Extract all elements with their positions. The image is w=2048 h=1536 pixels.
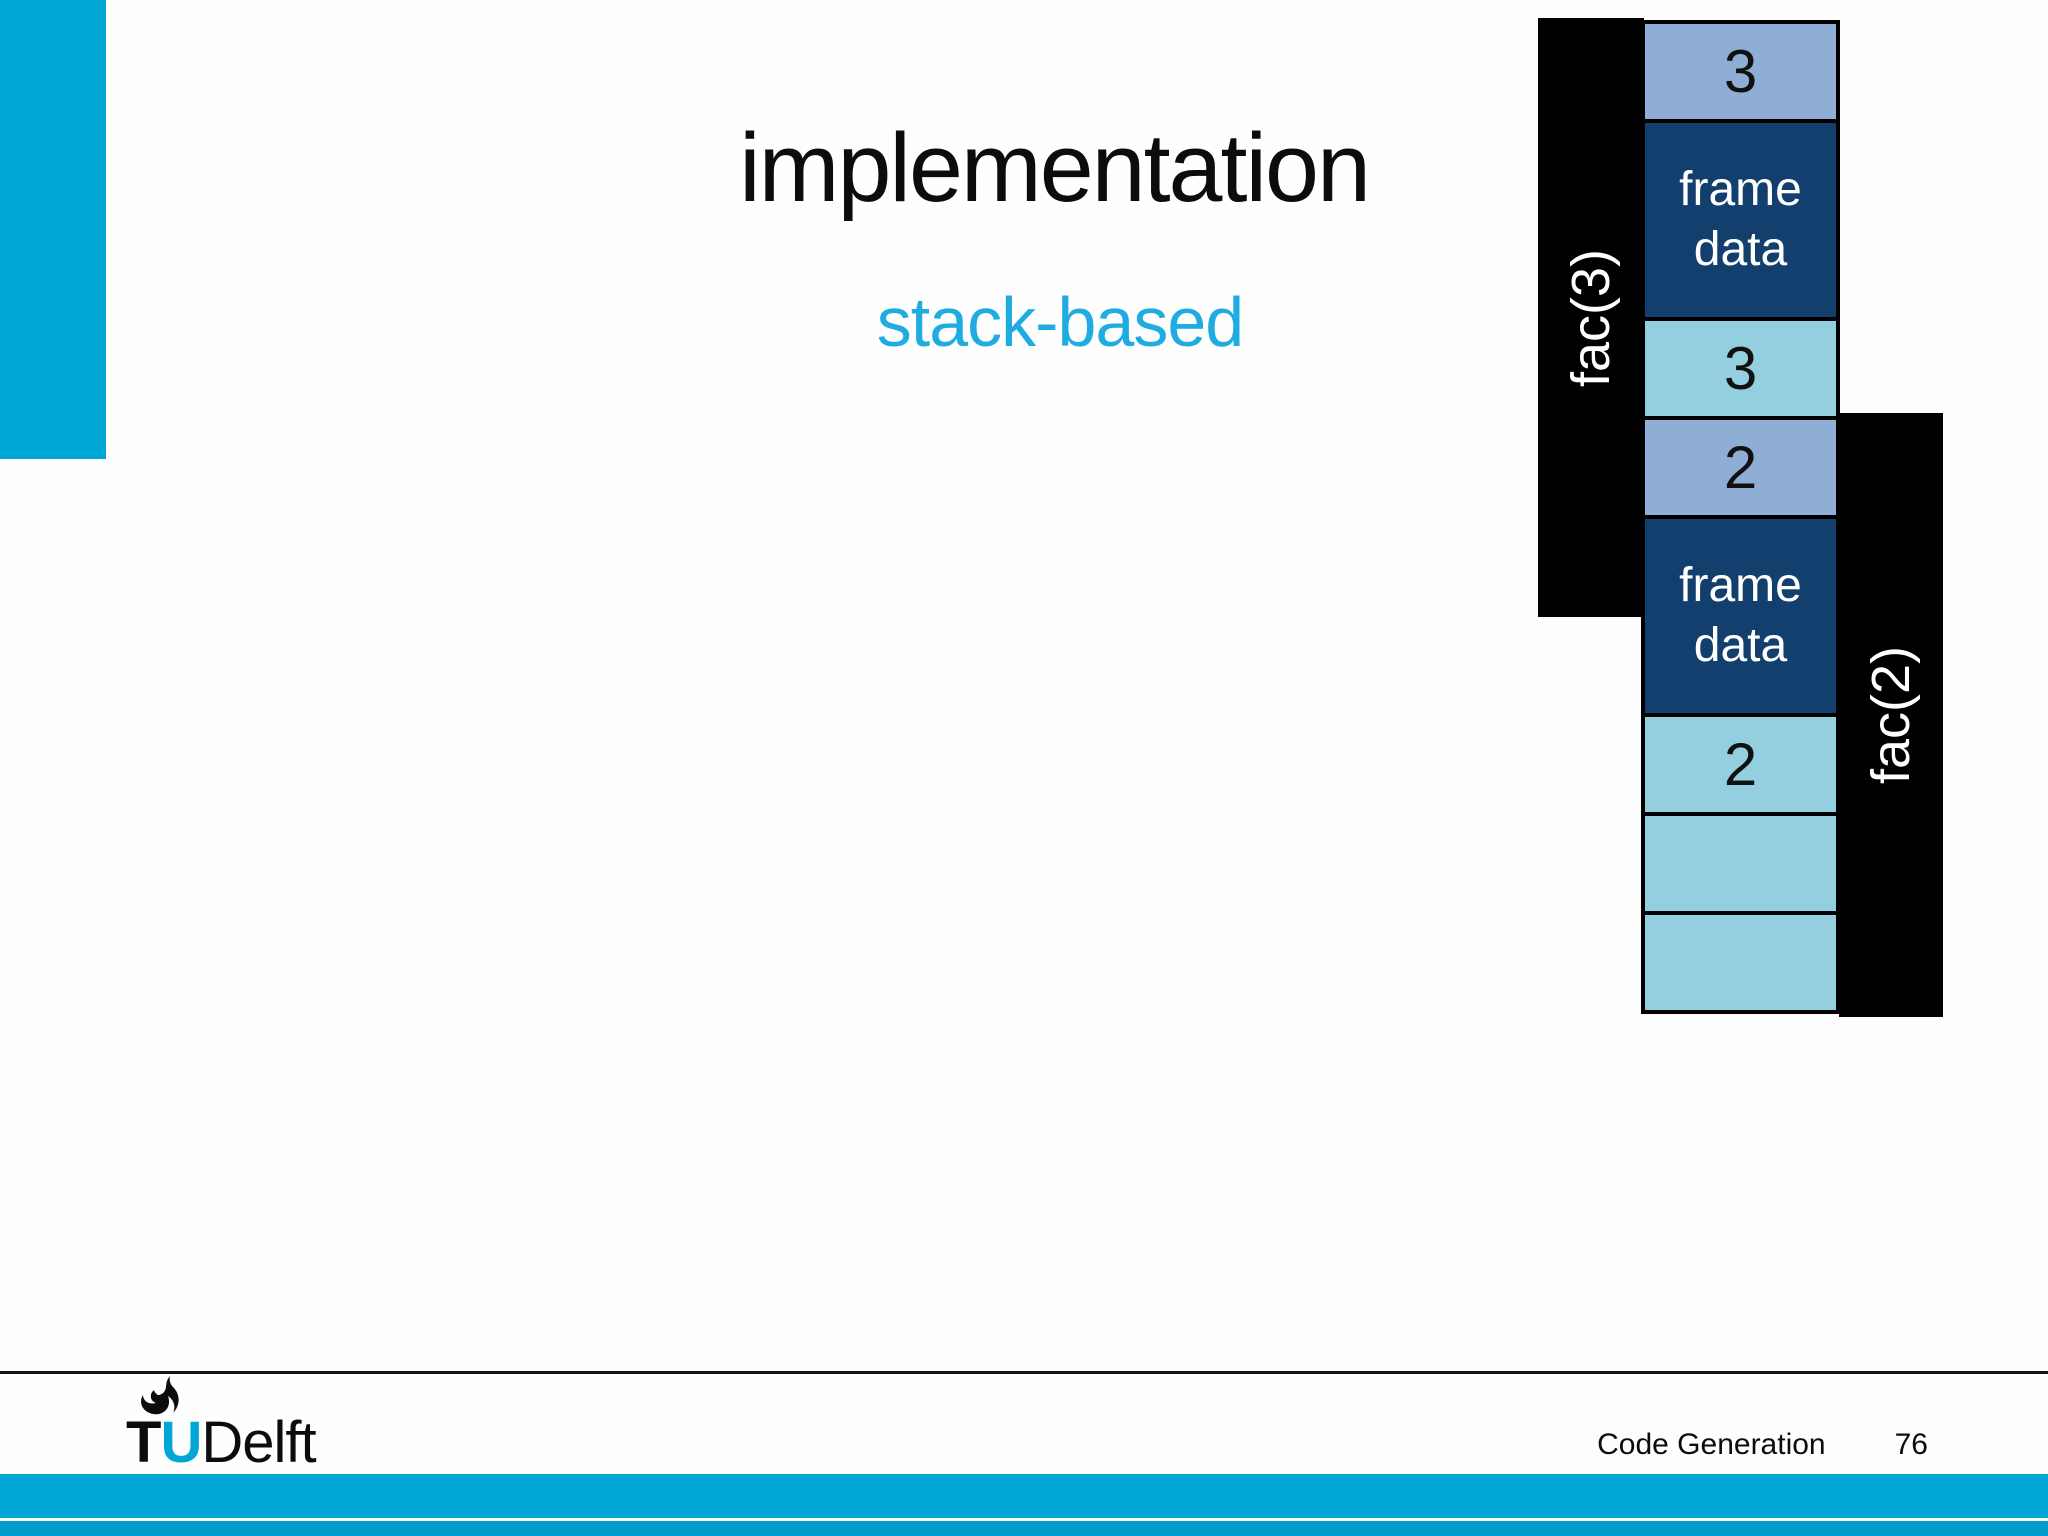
- stack-cell-empty: [1645, 915, 1836, 1010]
- logo-delft-text: Delft: [201, 1410, 316, 1475]
- slide-title-text: implementation: [739, 113, 1371, 222]
- footer-page-number: 76: [1894, 1428, 1928, 1461]
- frame-bar-fac3: fac(3): [1538, 18, 1644, 617]
- bottom-cyan-bar: [0, 1474, 2048, 1518]
- tudelft-flame-icon: [141, 1376, 179, 1415]
- logo-letter-u: U: [160, 1410, 202, 1475]
- stack-cell-3: 3: [1645, 321, 1836, 416]
- frame-label-fac3: fac(3): [1561, 248, 1622, 387]
- bottom-edge-strip: [0, 1521, 2048, 1536]
- tudelft-logo: TUDelft: [126, 1376, 426, 1472]
- tudelft-wordmark: TUDelft: [126, 1414, 317, 1472]
- stack-cell-frame-data: frame data: [1645, 519, 1836, 713]
- logo-letter-t: T: [126, 1410, 161, 1475]
- left-accent-bar: [0, 0, 106, 459]
- footer-right: Code Generation 76: [1450, 1428, 1928, 1462]
- frame-label-fac2: fac(2): [1861, 645, 1922, 785]
- slide-title: implementation: [0, 112, 2048, 224]
- footer-divider: [0, 1371, 2048, 1374]
- slide-subtitle-text: stack-based: [876, 283, 1244, 361]
- stack-cell-frame-data: frame data: [1645, 123, 1836, 317]
- footer-course-label: Code Generation: [1597, 1428, 1826, 1461]
- stack-cell-2: 2: [1645, 717, 1836, 812]
- stack-cell-2: 2: [1645, 420, 1836, 515]
- slide-subtitle: stack-based: [0, 282, 2048, 362]
- frame-bar-fac2: fac(2): [1839, 413, 1943, 1017]
- stack-cell-3: 3: [1645, 24, 1836, 119]
- stack-cell-empty: [1645, 816, 1836, 911]
